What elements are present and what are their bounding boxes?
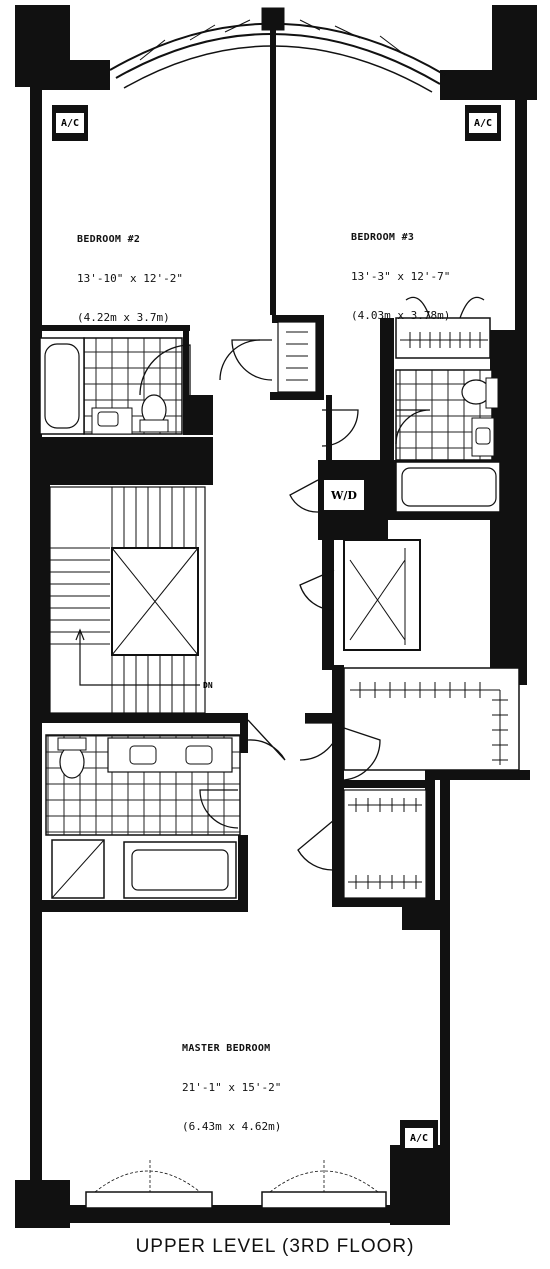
master-bedroom-name: MASTER BEDROOM	[182, 1043, 271, 1054]
stairwell	[49, 486, 206, 714]
master-bedroom-dim-ft: 21'-1" x 15'-2"	[182, 1081, 282, 1094]
bedroom3-dim-ft: 13'-3" x 12'-7"	[351, 270, 451, 283]
bottom-windows	[85, 1160, 387, 1209]
bedroom3-name: BEDROOM #3	[351, 232, 415, 243]
bedroom3-dim-m: (4.03m x 3.78m)	[351, 309, 451, 322]
bedroom2-name: BEDROOM #2	[77, 234, 141, 245]
ac-label-top-right: A/C	[468, 112, 498, 134]
master-bedroom-dim-m: (6.43m x 4.62m)	[182, 1120, 282, 1133]
wall-accent	[326, 395, 332, 465]
walk-in-closet-master	[343, 667, 520, 771]
shower-stall	[343, 539, 421, 651]
ac-label-bottom-right: A/C	[404, 1127, 434, 1149]
closet-hall-small	[277, 321, 317, 393]
bedroom2-label: BEDROOM #2 13'-10" x 12'-2" (4.22m x 3.7…	[77, 207, 183, 337]
door-swings	[139, 339, 431, 871]
bedroom3-label: BEDROOM #3 13'-3" x 12'-7" (4.03m x 3.78…	[351, 205, 450, 335]
bath-bedroom2	[39, 337, 183, 435]
bath-bedroom3	[395, 369, 501, 513]
bedroom-partition	[270, 25, 276, 315]
master-bath	[45, 734, 241, 899]
closet-master-2	[343, 789, 427, 899]
ac-label-top-left: A/C	[55, 112, 85, 134]
floor-caption: UPPER LEVEL (3RD FLOOR)	[135, 1236, 415, 1257]
master-bedroom-label: MASTER BEDROOM 21'-1" x 15'-2" (6.43m x …	[182, 1016, 281, 1146]
bedroom2-dim-m: (4.22m x 3.7m)	[77, 311, 170, 324]
washer-dryer: W/D	[322, 478, 366, 512]
closet-bedroom3	[395, 296, 491, 359]
arched-window	[109, 7, 446, 93]
bedroom2-dim-ft: 13'-10" x 12'-2"	[77, 272, 183, 285]
stair-down-label: DN	[203, 681, 213, 690]
